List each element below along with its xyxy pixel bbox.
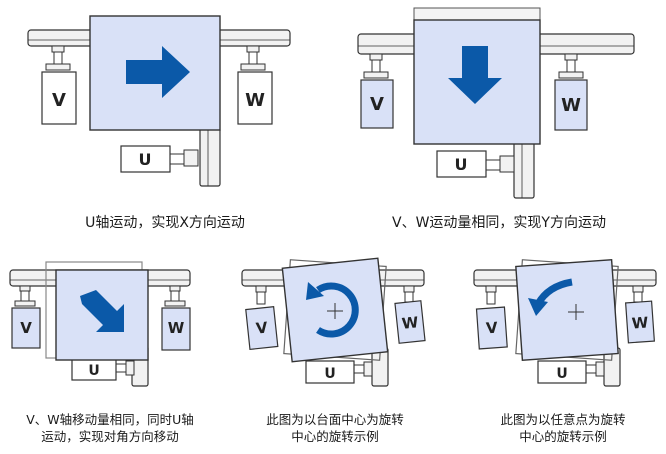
u-label: U: [455, 155, 468, 174]
caption-line: 中心的旋转示例: [291, 429, 379, 444]
u-actuator: U: [120, 127, 221, 187]
panel-rotation-arbitrary: V W U: [473, 259, 657, 387]
caption-line: 此图为以台面中心为旋转: [266, 412, 404, 427]
w-actuator: W: [394, 285, 426, 344]
arrow-right-icon: [126, 46, 190, 98]
caption-x-motion: U轴运动，实现X方向运动: [85, 215, 245, 231]
v-actuator: V: [245, 285, 279, 351]
v-label: V: [370, 94, 384, 115]
v-label: V: [255, 318, 269, 337]
caption-line: 运动，实现对角方向移动: [41, 429, 179, 444]
u-actuator: U: [305, 347, 389, 387]
v-actuator: V: [360, 53, 394, 129]
v-label: V: [20, 319, 32, 337]
v-actuator: V: [41, 45, 77, 125]
rotate-ccw-icon: [316, 282, 359, 338]
u-label: U: [324, 366, 335, 382]
panel-diagonal-motion: V W U: [9, 261, 191, 387]
u-actuator: U: [537, 347, 621, 387]
stage-table: [413, 19, 541, 145]
w-label: W: [245, 90, 265, 111]
w-actuator: W: [161, 285, 191, 351]
caption-line: 中心的旋转示例: [519, 429, 607, 444]
panel-y-motion: V W U: [357, 7, 635, 199]
caption-rotation-arbitrary: 此图为以任意点为旋转 中心的旋转示例: [460, 411, 666, 445]
v-actuator: V: [11, 285, 41, 349]
w-label: W: [631, 313, 649, 332]
u-label: U: [88, 363, 99, 379]
caption-line: 此图为以任意点为旋转: [500, 412, 626, 427]
arrow-down-icon: [448, 46, 502, 104]
caption-rotation-center: 此图为以台面中心为旋转 中心的旋转示例: [230, 411, 440, 445]
w-label: W: [561, 95, 581, 116]
w-actuator: W: [237, 45, 273, 125]
panel-rotation-center: V W U: [241, 257, 426, 387]
v-label: V: [485, 319, 498, 338]
u-actuator: U: [436, 139, 535, 199]
panel-x-motion: V W U: [27, 15, 291, 187]
caption-diagonal-motion: V、W轴移动量相同，同时U轴 运动，实现对角方向移动: [0, 411, 220, 445]
u-label: U: [139, 150, 152, 169]
w-label: W: [168, 319, 185, 337]
u-label: U: [556, 366, 567, 382]
caption-line: V、W轴移动量相同，同时U轴: [26, 412, 194, 427]
arrow-diagonal-icon: [80, 290, 124, 332]
w-actuator: W: [624, 285, 656, 344]
stage-table: [515, 259, 619, 361]
v-actuator: V: [475, 285, 508, 350]
w-actuator: W: [554, 53, 588, 131]
w-label: W: [401, 313, 420, 333]
v-label: V: [52, 90, 66, 111]
caption-y-motion: V、W运动量相同，实现Y方向运动: [392, 215, 606, 231]
